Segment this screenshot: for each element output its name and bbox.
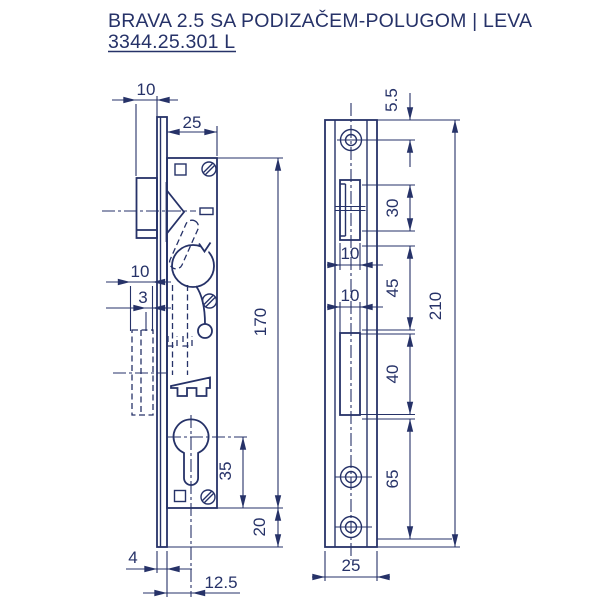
lever-arm-dashed bbox=[168, 219, 200, 270]
hub-notch bbox=[198, 242, 212, 254]
side-outline bbox=[135, 116, 218, 548]
latch-head-chevron bbox=[165, 182, 186, 242]
bolt-thrown-dashed bbox=[131, 329, 154, 416]
latch-bolt bbox=[135, 177, 158, 239]
dim-case-depth: 25 bbox=[183, 113, 202, 132]
screw-bottom-icon bbox=[200, 489, 216, 505]
screw-top-slot bbox=[203, 163, 215, 175]
dim-plate-thickness: 4 bbox=[128, 548, 137, 567]
drawing-title: BRAVA 2.5 SA PODIZAČEM-POLUGOM | LEVA bbox=[108, 9, 532, 32]
hole-crosshairs bbox=[335, 476, 372, 528]
faceplate-side bbox=[156, 116, 168, 548]
screw-middle-slot bbox=[203, 295, 216, 307]
title-block: BRAVA 2.5 SA PODIZAČEM-POLUGOM | LEVA 33… bbox=[108, 9, 532, 53]
dim-case-height: 170 bbox=[251, 308, 270, 336]
follower-hub bbox=[171, 244, 215, 288]
spindle-slot bbox=[199, 207, 214, 216]
side-dimension-lines bbox=[106, 96, 282, 597]
lever-link-curve bbox=[195, 285, 206, 325]
dim-latch-window-width: 10 bbox=[341, 244, 360, 263]
screw-top-icon bbox=[201, 161, 217, 177]
lifter-feet-dashed bbox=[167, 336, 193, 347]
dim-top-to-hole: 5.5 bbox=[382, 88, 401, 112]
side-extension-lines bbox=[129, 96, 283, 597]
fixing-hole-top bbox=[174, 163, 187, 176]
side-dimension-labels: 10 25 170 35 20 10 3 4 12.5 bbox=[128, 80, 270, 592]
lower-window bbox=[339, 332, 361, 416]
dim-plate-width: 25 bbox=[342, 556, 361, 575]
dim-bolt-gap: 3 bbox=[138, 288, 147, 307]
lifter-hook bbox=[170, 376, 211, 397]
fixing-hole-bottom bbox=[173, 489, 187, 503]
latch-shelf-lines bbox=[335, 205, 366, 212]
dim-window-spacing: 45 bbox=[383, 279, 402, 298]
side-mechanism bbox=[131, 219, 215, 486]
dim-backset: 12.5 bbox=[204, 573, 237, 592]
lever-pivot bbox=[197, 323, 213, 339]
dim-lower-window-width: 10 bbox=[341, 286, 360, 305]
lock-body-side-view: 10 25 170 35 20 10 3 4 12.5 bbox=[102, 80, 283, 597]
side-centerlines bbox=[102, 210, 248, 597]
dim-plate-height: 210 bbox=[426, 292, 445, 320]
front-dimension-labels: 5.5 30 45 40 65 210 10 10 25 bbox=[341, 88, 445, 575]
front-dimension-lines bbox=[312, 93, 459, 581]
dim-cylinder-to-bottom: 35 bbox=[216, 462, 235, 481]
dim-plate-below-case: 20 bbox=[250, 518, 269, 537]
dim-lower-section: 65 bbox=[383, 470, 402, 489]
screw-middle-icon bbox=[201, 293, 218, 309]
dim-bolt-throw: 10 bbox=[131, 262, 150, 281]
dim-latch-projection: 10 bbox=[137, 80, 156, 99]
side-screws bbox=[200, 161, 218, 505]
faceplate-front-view: 5.5 30 45 40 65 210 10 10 25 bbox=[312, 88, 460, 581]
drawing-code: 3344.25.301 L bbox=[108, 31, 235, 53]
screw-bottom-slot bbox=[202, 491, 214, 503]
lock-case bbox=[166, 157, 218, 509]
dim-latch-window-height: 30 bbox=[383, 199, 402, 218]
dim-lower-window-height: 40 bbox=[383, 365, 402, 384]
lifter-rod-dashed bbox=[171, 285, 189, 375]
front-extension-lines bbox=[324, 119, 460, 581]
